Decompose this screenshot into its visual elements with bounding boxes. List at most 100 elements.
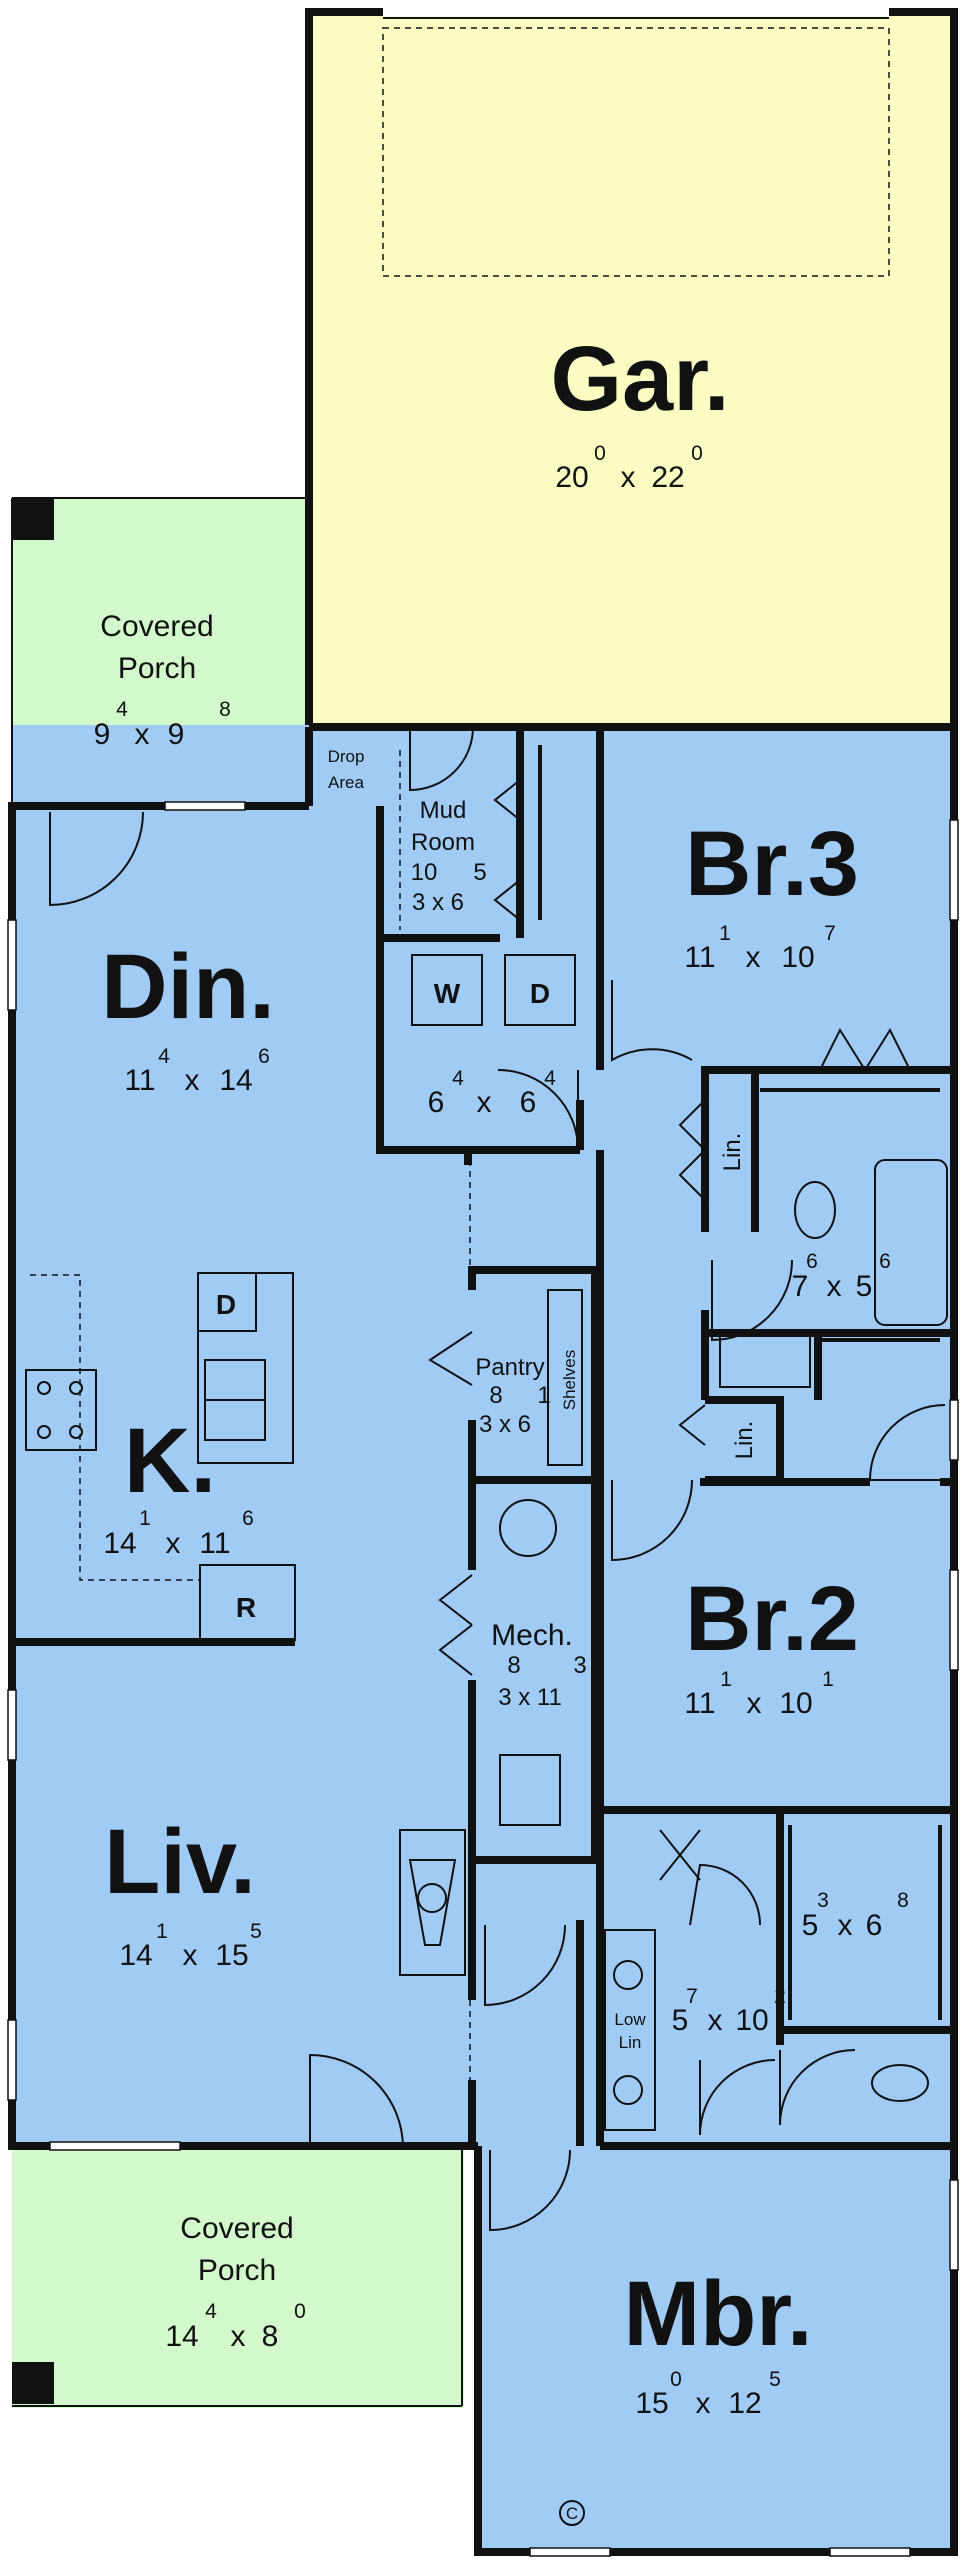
ceiling-fan-mark bbox=[559, 2500, 585, 2526]
dining-height: 14 bbox=[219, 1064, 252, 1097]
door-swing bbox=[489, 2149, 571, 2232]
vanity bbox=[604, 1929, 656, 2131]
master-bath-height-inches: 2 bbox=[774, 1985, 786, 2008]
master-bath-height: 10 bbox=[735, 2004, 768, 2037]
water-heater bbox=[499, 1499, 557, 1557]
pantry-wall bbox=[468, 1266, 599, 1484]
door-swing bbox=[49, 811, 144, 907]
pantry-size-in: 1 bbox=[537, 1382, 550, 1409]
bedroom3-height: 10 bbox=[781, 941, 814, 974]
doors bbox=[49, 726, 946, 2232]
door-swing bbox=[689, 1863, 761, 1926]
fireplace-center bbox=[417, 1883, 447, 1913]
kitchen-name: K. bbox=[124, 1410, 216, 1512]
bifold-door bbox=[438, 1574, 473, 1676]
dining-times: x bbox=[185, 1064, 200, 1097]
window bbox=[829, 2547, 911, 2557]
porch-post bbox=[12, 2362, 54, 2404]
mechanical-name: Mech. bbox=[491, 1619, 573, 1652]
room-labels: Drop Area Mud Room 10 5 3 x 6 W D 6 4 x … bbox=[101, 747, 909, 2523]
garage-door-swing-area bbox=[382, 27, 890, 277]
lin-lower-label: Lin. bbox=[731, 1421, 758, 1460]
master-bedroom-height-inches: 5 bbox=[769, 2368, 781, 2391]
pantry-label: Pantry bbox=[475, 1354, 544, 1381]
bedroom3-width-inches: 1 bbox=[719, 922, 731, 945]
pantry-shelves bbox=[547, 1289, 583, 1466]
door-swing bbox=[484, 1924, 566, 2007]
window bbox=[949, 1569, 959, 1671]
furnace bbox=[499, 1754, 561, 1826]
laundry-times: x bbox=[477, 1086, 492, 1119]
bath2-height-inches: 6 bbox=[879, 1250, 891, 1273]
bifold-door bbox=[678, 1404, 706, 1446]
bedroom3-name: Br.3 bbox=[685, 813, 859, 915]
porch-bottom-width-inches: 4 bbox=[205, 2300, 217, 2323]
interior-fill-master bbox=[478, 2140, 954, 2552]
door-swing bbox=[779, 2049, 856, 2126]
bedroom3-width: 11 bbox=[684, 941, 715, 974]
dishwasher bbox=[197, 1272, 257, 1332]
mud-room-label-1: Mud bbox=[420, 797, 467, 824]
mud-room-size: 3 x 6 bbox=[412, 889, 464, 916]
porch-top-width: 9 bbox=[94, 718, 111, 751]
shower bbox=[659, 1829, 701, 1881]
room-fills bbox=[12, 12, 954, 2552]
door-swing bbox=[699, 2059, 776, 2136]
garage-height-inches: 0 bbox=[691, 442, 703, 465]
house-left-wall bbox=[8, 802, 478, 2150]
living-height: 15 bbox=[215, 1939, 248, 1972]
door-swing bbox=[611, 1479, 693, 1562]
lin-upper-label: Lin. bbox=[719, 1133, 746, 1172]
garage-times: x bbox=[621, 461, 636, 494]
porch-top-label-1: Covered bbox=[100, 610, 213, 643]
bifold-door bbox=[819, 1027, 911, 1071]
master-closet-width: 5 bbox=[802, 1909, 819, 1942]
bath-vanity bbox=[719, 1331, 811, 1388]
pantry-size: 3 x 6 bbox=[479, 1411, 531, 1438]
laundry-height-inches: 4 bbox=[544, 1067, 556, 1090]
mud-room-label-2: Room bbox=[411, 829, 475, 856]
porch-bottom-fill bbox=[12, 2148, 464, 2408]
door-swing bbox=[868, 1404, 946, 1481]
bedroom3-height-inches: 7 bbox=[824, 922, 836, 945]
living-width: 14 bbox=[119, 1939, 152, 1972]
door-swing bbox=[711, 1259, 793, 1342]
covered-porch-bottom: Covered Porch 14 4 x 8 0 bbox=[12, 2148, 463, 2407]
burner bbox=[37, 1425, 51, 1439]
bedroom2-times: x bbox=[747, 1687, 762, 1720]
sink bbox=[613, 2075, 643, 2105]
bath2-width: 7 bbox=[792, 1270, 809, 1303]
garage-height: 22 bbox=[651, 461, 684, 494]
porch-top-width-inches: 4 bbox=[116, 698, 128, 721]
porch-bottom-label-2: Porch bbox=[198, 2254, 276, 2287]
mud-room-size-ft: 10 bbox=[411, 859, 438, 886]
window bbox=[949, 819, 959, 921]
sink bbox=[613, 1960, 643, 1990]
pantry-size-ft: 8 bbox=[489, 1382, 502, 1409]
garage-width: 20 bbox=[555, 461, 588, 494]
kitchen-height: 11 bbox=[199, 1527, 230, 1560]
laundry-width-inches: 4 bbox=[452, 1067, 464, 1090]
dining-height-inches: 6 bbox=[258, 1045, 270, 1068]
porch-bottom-height-inches: 0 bbox=[294, 2300, 306, 2323]
dining-name: Din. bbox=[101, 936, 275, 1038]
bath2-times: x bbox=[827, 1270, 842, 1303]
porch-post bbox=[12, 498, 54, 540]
window bbox=[529, 2547, 611, 2557]
dryer-label: D bbox=[530, 978, 550, 1009]
living-height-inches: 5 bbox=[250, 1920, 262, 1943]
bedroom3-times: x bbox=[746, 941, 761, 974]
master-closet-times: x bbox=[838, 1909, 853, 1942]
mechanical-size-ft: 8 bbox=[507, 1652, 520, 1679]
master-bedroom-height: 12 bbox=[728, 2387, 761, 2420]
master-bedroom-name: Mbr. bbox=[623, 2263, 812, 2365]
fireplace bbox=[399, 1829, 466, 1976]
low-lin-label-1: Low bbox=[614, 2010, 646, 2029]
porch-bottom-label-1: Covered bbox=[180, 2212, 293, 2245]
garage: Gar. 20 0 x 22 0 bbox=[382, 7, 890, 494]
low-lin-label-2: Lin bbox=[619, 2033, 642, 2052]
kitchen-times: x bbox=[166, 1527, 181, 1560]
porch-bottom-width: 14 bbox=[165, 2320, 198, 2353]
master-bedroom-width-inches: 0 bbox=[670, 2368, 682, 2391]
window bbox=[949, 1399, 959, 1461]
